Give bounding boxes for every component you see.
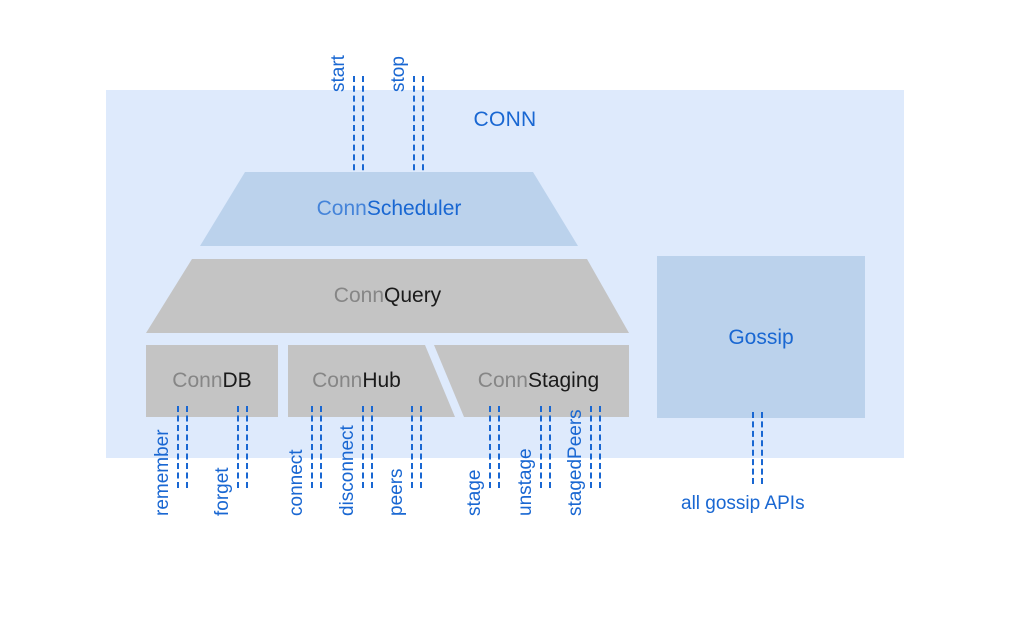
api-label-connect: connect bbox=[286, 449, 307, 516]
conn-staging-suffix: Staging bbox=[527, 369, 600, 392]
api-label-remember: remember bbox=[152, 429, 173, 516]
conn-staging-prefix: Conn bbox=[477, 369, 528, 392]
api-label-forget: forget bbox=[212, 467, 233, 516]
component-conn-staging[interactable]: ConnStaging bbox=[448, 369, 629, 393]
hub-staging-group: ConnHub ConnStaging bbox=[288, 345, 629, 417]
api-label-stagedpeers: stagedPeers bbox=[565, 409, 586, 516]
api-label-all-gossip-apis: all gossip APIs bbox=[681, 493, 805, 514]
conn-db-prefix: Conn bbox=[172, 369, 223, 392]
api-label-stage: stage bbox=[464, 469, 485, 516]
hub-staging-shapes bbox=[288, 345, 629, 417]
api-label-unstage: unstage bbox=[515, 448, 536, 516]
conn-db-suffix: DB bbox=[222, 369, 252, 392]
component-gossip[interactable]: Gossip bbox=[657, 256, 865, 418]
conn-hub-shape bbox=[288, 345, 455, 417]
component-conn-query[interactable]: ConnQuery bbox=[146, 259, 629, 333]
conn-staging-shape bbox=[434, 345, 629, 417]
api-label-start: start bbox=[328, 55, 349, 92]
component-conn-hub[interactable]: ConnHub bbox=[288, 369, 425, 393]
conn-title: CONN bbox=[473, 108, 537, 131]
api-label-disconnect: disconnect bbox=[337, 425, 358, 516]
conn-hub-suffix: Hub bbox=[362, 369, 401, 392]
conn-query-shape bbox=[146, 259, 629, 333]
conn-db-label: ConnDB bbox=[146, 369, 278, 393]
conn-scheduler-shape bbox=[200, 172, 578, 246]
component-conn-scheduler[interactable]: ConnScheduler bbox=[200, 172, 578, 246]
component-conn-db[interactable]: ConnDB bbox=[146, 345, 278, 417]
api-label-stop: stop bbox=[388, 56, 409, 92]
gossip-label: Gossip bbox=[728, 326, 794, 349]
conn-hub-prefix: Conn bbox=[312, 369, 363, 392]
api-label-peers: peers bbox=[386, 468, 407, 516]
